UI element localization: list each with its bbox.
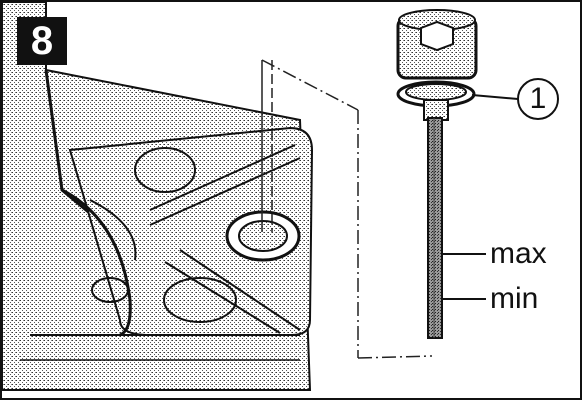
dipstick-bolt-icon bbox=[396, 9, 478, 339]
insertion-guide bbox=[261, 59, 433, 359]
callout-number: 1 bbox=[529, 82, 547, 115]
oil-tank-top bbox=[61, 126, 314, 337]
hex-socket-icon bbox=[420, 20, 454, 52]
max-label: max bbox=[490, 237, 547, 270]
axis-line bbox=[261, 60, 273, 232]
step-number-badge: 8 bbox=[17, 17, 67, 65]
min-label: min bbox=[490, 282, 539, 315]
callout-1 bbox=[471, 78, 559, 120]
